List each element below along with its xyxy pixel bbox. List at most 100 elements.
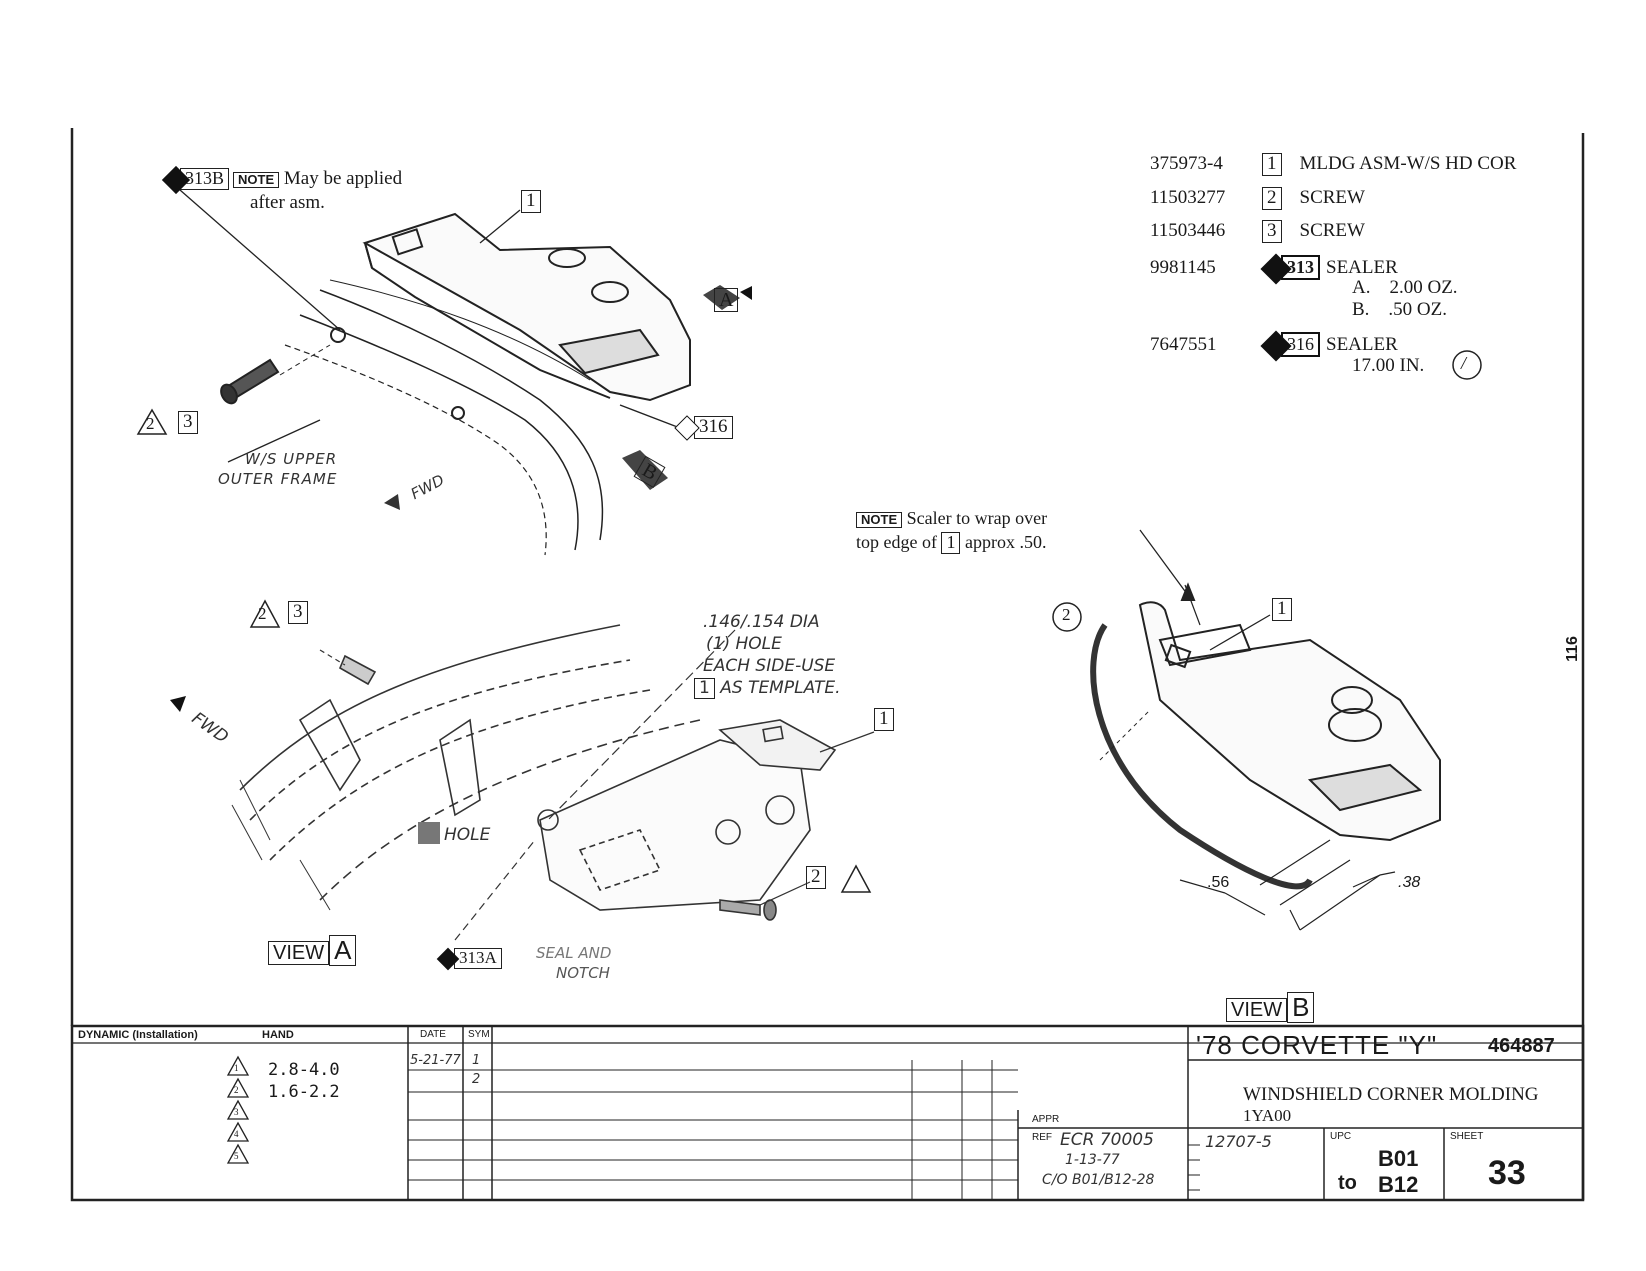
note-label: NOTE bbox=[233, 172, 280, 189]
sym-1: 1 bbox=[472, 1053, 481, 1068]
seal-notch-note-2: NOTCH bbox=[556, 964, 610, 982]
tag-316-callout: 316 bbox=[674, 414, 733, 441]
drawing-subtitle: 1YA00 bbox=[1243, 1106, 1292, 1125]
item-3-callout: 3 bbox=[178, 411, 198, 434]
torque-value: 2.8-4.0 bbox=[268, 1060, 340, 1080]
hole-marker bbox=[418, 822, 440, 844]
torque-index: 2 bbox=[234, 1085, 239, 1095]
date-label: DATE bbox=[420, 1029, 446, 1040]
torque-index: 3 bbox=[234, 1107, 239, 1117]
torque-triangles bbox=[226, 1055, 250, 1164]
item-1-callout: 1 bbox=[521, 190, 541, 213]
view-label: VIEW bbox=[268, 941, 330, 965]
sheet-label: SHEET bbox=[1450, 1131, 1484, 1142]
circle-2-label: 2 bbox=[1062, 605, 1071, 624]
ref-date: 1-13-77 bbox=[1065, 1152, 1120, 1168]
upc-label: UPC bbox=[1330, 1131, 1352, 1142]
item-1-view-a: 1 bbox=[874, 708, 894, 731]
view-label: VIEW bbox=[1226, 998, 1288, 1022]
part-number: 9981145 bbox=[1150, 257, 1216, 278]
callout-triangles bbox=[136, 408, 872, 893]
part-description: SCREW bbox=[1299, 187, 1365, 208]
sealer-length: 17.00 IN. bbox=[1352, 355, 1425, 376]
ref-value: ECR 70005 bbox=[1060, 1130, 1154, 1150]
view-b-drawing bbox=[1090, 529, 1441, 931]
circle-2-marker bbox=[1052, 602, 1082, 632]
sheet-number: 33 bbox=[1488, 1154, 1526, 1192]
part-description: SCREW bbox=[1299, 220, 1365, 241]
item-1-ref: 1 bbox=[941, 532, 961, 554]
part-description: SEALER bbox=[1326, 257, 1398, 278]
scaler-note-line2: top edge of 1 approx .50. bbox=[856, 532, 1047, 554]
sealer-amount-b: B. .50 OZ. bbox=[1352, 299, 1447, 320]
sealer-amount-a: A. 2.00 OZ. bbox=[1352, 277, 1458, 298]
drawing-number: 464887 bbox=[1488, 1035, 1555, 1057]
item-1-view-b: 1 bbox=[1272, 598, 1292, 621]
part-number: 11503446 bbox=[1150, 220, 1226, 241]
hole-label: HOLE bbox=[444, 825, 491, 845]
upc-from: B01 bbox=[1378, 1146, 1419, 1171]
fwd-arrow-upper bbox=[384, 494, 400, 510]
view-letter: B bbox=[1287, 992, 1315, 1023]
title-block-lines bbox=[70, 1024, 1585, 1202]
dynamic-label: DYNAMIC (Installation) bbox=[78, 1029, 198, 1041]
revision-circle bbox=[1452, 350, 1482, 380]
tag-313a-callout: 313A bbox=[436, 947, 502, 971]
drawing-title: WINDSHIELD CORNER MOLDING bbox=[1243, 1084, 1539, 1105]
supersede-number: 12707-5 bbox=[1205, 1132, 1272, 1151]
part-number: 11503277 bbox=[1150, 187, 1226, 208]
note-text-line2: after asm. bbox=[250, 192, 325, 213]
torque-index: 5 bbox=[234, 1151, 239, 1161]
view-a-flag: A bbox=[714, 288, 739, 312]
torque-index: 1 bbox=[234, 1063, 239, 1073]
part-description: SEALER bbox=[1326, 334, 1398, 355]
ws-frame-label: W/S UPPER bbox=[245, 450, 338, 468]
parts-row: 11503277 2 SCREW bbox=[1150, 187, 1365, 210]
note-text: May be applied bbox=[283, 168, 403, 189]
view-b-flag-arrow bbox=[622, 450, 668, 490]
part-index: 2 bbox=[1262, 187, 1282, 210]
part-index: 3 bbox=[1262, 220, 1282, 243]
part-number: 375973-4 bbox=[1150, 153, 1223, 174]
dimension-38: .38 bbox=[1398, 874, 1421, 891]
item-2-callout: 2 bbox=[806, 866, 826, 889]
upper-left-assembly bbox=[179, 189, 691, 556]
hole-dia-note-4: 1 AS TEMPLATE. bbox=[694, 678, 841, 699]
revision-mark: / bbox=[1461, 353, 1467, 373]
view-a-flag-arrow bbox=[703, 285, 752, 310]
scaler-note-text: Scaler to wrap over bbox=[906, 508, 1048, 528]
hole-dia-note-2: (1) HOLE bbox=[706, 634, 782, 654]
part-description: MLDG ASM-W/S HD COR bbox=[1299, 153, 1517, 174]
upc-to: B12 bbox=[1378, 1172, 1419, 1197]
model-name: '78 CORVETTE "Y" bbox=[1196, 1030, 1438, 1060]
parts-sub: 17.00 IN. bbox=[1352, 355, 1424, 377]
ws-frame-label-2: OUTER FRAME bbox=[218, 470, 338, 488]
hand-label: HAND bbox=[262, 1029, 294, 1041]
scaler-note: NOTE Scaler to wrap over bbox=[856, 508, 1047, 529]
view-letter: A bbox=[329, 935, 357, 966]
hole-dia-note-3: EACH SIDE-USE bbox=[703, 656, 836, 676]
page-side-number: 116 bbox=[1563, 636, 1581, 662]
triangle-2-label: 2 bbox=[146, 414, 155, 433]
torque-value: 1.6-2.2 bbox=[268, 1082, 340, 1102]
ref-label: REF bbox=[1032, 1132, 1052, 1143]
seal-notch-note: SEAL AND bbox=[536, 944, 612, 962]
appr-label: APPR bbox=[1032, 1114, 1060, 1125]
date-1: 5-21-77 bbox=[410, 1053, 461, 1068]
note-label: NOTE bbox=[856, 512, 903, 529]
sym-label: SYM bbox=[468, 1029, 490, 1040]
part-number: 7647551 bbox=[1150, 334, 1217, 355]
sym-2: 2 bbox=[472, 1072, 481, 1087]
parts-row: 11503446 3 SCREW bbox=[1150, 220, 1365, 243]
fwd-arrow-lower bbox=[170, 696, 186, 712]
view-a-drawing bbox=[231, 624, 875, 941]
upc-to-word: to bbox=[1338, 1172, 1357, 1194]
hole-dia-note: .146/.154 DIA bbox=[703, 612, 820, 632]
ref-change-order: C/O B01/B12-28 bbox=[1042, 1172, 1155, 1188]
